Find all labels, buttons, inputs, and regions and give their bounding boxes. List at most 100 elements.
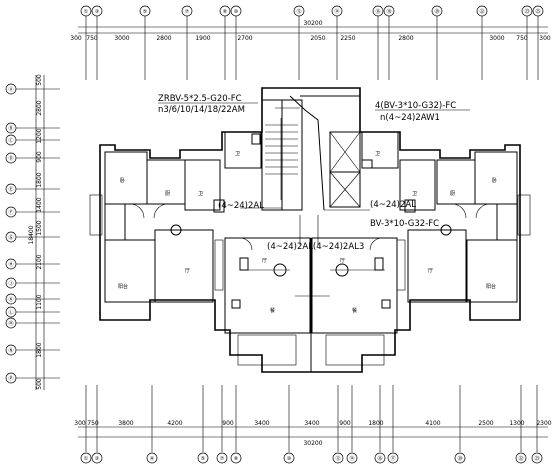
top-dim: 750 — [516, 35, 528, 42]
left-grid-leaders — [16, 88, 60, 379]
grid-bubble: ⑳ — [434, 8, 439, 15]
grid-bubble: ㉓ — [524, 8, 529, 15]
bottom-grid-bubbles: ① ③ ④ ⑤ ⑦ ⑧ ⑩ ⑫ ⑭ ⑯ ⑰ ⑳ ㉒ ㉓ — [80, 452, 543, 464]
grid-bubble: Ⓟ — [8, 375, 13, 382]
circuit-annotations: ZRBV-5*2.5-G20-FC n3/6/10/14/18/22AM 4(B… — [158, 94, 470, 252]
grid-bubble: ④ — [150, 456, 155, 462]
distribution-box-icon — [213, 199, 225, 213]
grid-bubble: ⑩ — [234, 9, 239, 15]
left-total-dimension: 18400 — [28, 225, 35, 244]
room-label: 餐 — [352, 307, 357, 314]
ceiling-light-icon — [335, 263, 349, 277]
room-label: 厨 — [450, 191, 455, 197]
top-dim: 2250 — [340, 35, 355, 42]
grid-bubble: Ⓝ — [8, 347, 13, 354]
grid-bubble: Ⓙ — [8, 280, 13, 287]
ceiling-light-icon — [170, 224, 182, 236]
left-dim: 1800 — [36, 172, 43, 187]
grid-bubble: ⑤ — [201, 456, 205, 462]
bottom-dim: 4100 — [425, 420, 440, 427]
grid-bubble: ③ — [95, 456, 99, 462]
wiring — [240, 95, 385, 320]
left-dim: 2100 — [36, 254, 43, 269]
grid-bubble: ③ — [95, 9, 99, 15]
cable-annotation: 4(BV-3*10-G32)-FC — [375, 101, 456, 111]
left-dim: 500 — [36, 74, 43, 86]
grid-bubble: ⑩ — [287, 456, 292, 462]
grid-bubble: ㉒ — [518, 455, 523, 462]
left-dim: 500 — [36, 378, 43, 390]
left-dim: 1100 — [36, 294, 43, 309]
grid-bubble: ⑦ — [185, 9, 190, 15]
top-dim: 2800 — [156, 35, 171, 42]
grid-bubble: Ⓓ — [8, 155, 13, 162]
ceiling-light-icon — [273, 263, 287, 277]
room-label: 厅 — [428, 268, 433, 274]
room-label: 厅 — [185, 268, 190, 274]
left-dim: 2800 — [36, 100, 43, 115]
top-dim: 3000 — [489, 35, 504, 42]
top-total-dimension: 30200 — [303, 20, 322, 27]
left-dim: 1400 — [36, 197, 43, 212]
bottom-dim: 3800 — [118, 420, 133, 427]
building-outline — [89, 87, 531, 373]
grid-bubble: Ⓑ — [8, 125, 13, 132]
room-label: 卫 — [375, 151, 380, 157]
grid-bubble: Ⓜ — [8, 320, 13, 327]
grid-bubble: ㉕ — [535, 8, 540, 15]
bottom-dim: 300 — [74, 420, 86, 427]
grid-bubble: ⑳ — [457, 455, 462, 462]
cable-annotation-sub: n3/6/10/14/18/22AM — [158, 105, 245, 115]
grid-bubble: ① — [84, 456, 89, 462]
bottom-dim: 3400 — [304, 420, 319, 427]
bottom-dim: 3400 — [254, 420, 269, 427]
left-grid-bubbles: Ⓐ Ⓑ Ⓒ Ⓓ Ⓔ Ⓕ Ⓖ Ⓗ Ⓙ Ⓚ Ⓛ Ⓜ Ⓝ Ⓟ — [5, 83, 17, 384]
top-dim: 300 — [539, 35, 551, 42]
bottom-dim: 4200 — [167, 420, 182, 427]
top-dim: 3000 — [114, 35, 129, 42]
socket-icon — [381, 299, 391, 309]
door-swings — [129, 203, 491, 251]
top-grid-bubbles: ① ③ ⑤ ⑦ ⑧ ⑩ ⑫ ⑭ ⑯ ⑱ ⑳ ㉒ ㉓ ㉕ — [80, 5, 544, 17]
top-dimension-chain: 30200 300 750 3000 2800 1900 2700 2050 2… — [70, 20, 551, 42]
top-dim: 2700 — [237, 35, 252, 42]
grid-bubble: ㉒ — [479, 8, 484, 15]
grid-bubble: ⑤ — [143, 9, 147, 15]
left-dim: 900 — [36, 151, 43, 163]
left-dimension-chain: 18400 500 2800 1200 900 1800 1400 1500 2… — [28, 74, 45, 390]
top-dim: 1900 — [195, 35, 210, 42]
left-dim: 1200 — [36, 128, 43, 143]
grid-bubble: ⑯ — [375, 8, 380, 15]
panel-label: (4~24)2AL — [218, 201, 264, 211]
grid-bubble: Ⓒ — [8, 137, 13, 144]
cable-annotation-sub: n(4~24)2AW1 — [380, 113, 440, 123]
bottom-dim: 2300 — [536, 420, 551, 427]
room-label: 阳台 — [486, 283, 496, 290]
socket-icon — [231, 299, 241, 309]
grid-bubble: ⑭ — [334, 8, 339, 15]
room-label: 厅 — [340, 258, 345, 264]
room-label: 卧 — [492, 177, 497, 184]
cable-annotation: BV-3*10-G32-FC — [370, 219, 439, 229]
top-dim: 750 — [86, 35, 98, 42]
distribution-box-icon — [239, 257, 249, 271]
room-labels: 卧 厨 卫 厅 阳台 卫 厅 厅 卧 厨 卫 厅 阳台 卫 餐 餐 — [118, 151, 497, 314]
bottom-dim: 900 — [222, 420, 234, 427]
grid-bubble: ⑧ — [223, 9, 228, 15]
fixtures — [170, 133, 452, 309]
bottom-grid-leaders — [85, 385, 538, 452]
grid-bubble: ⑫ — [335, 455, 340, 462]
panel-label: (4~24)2AL(4~24)2AL3 — [267, 242, 364, 252]
socket-icon — [361, 159, 373, 169]
room-label: 阳台 — [118, 283, 128, 290]
bottom-dim: 2500 — [478, 420, 493, 427]
socket-icon — [251, 133, 261, 145]
distribution-box-icon — [404, 199, 416, 213]
bottom-dim: 1300 — [509, 420, 524, 427]
cable-annotation: ZRBV-5*2.5-G20-FC — [158, 94, 242, 104]
ceiling-light-icon — [440, 224, 452, 236]
grid-bubble: Ⓚ — [8, 296, 13, 303]
grid-bubble: Ⓔ — [8, 186, 13, 193]
grid-bubble: ⑰ — [390, 455, 395, 462]
